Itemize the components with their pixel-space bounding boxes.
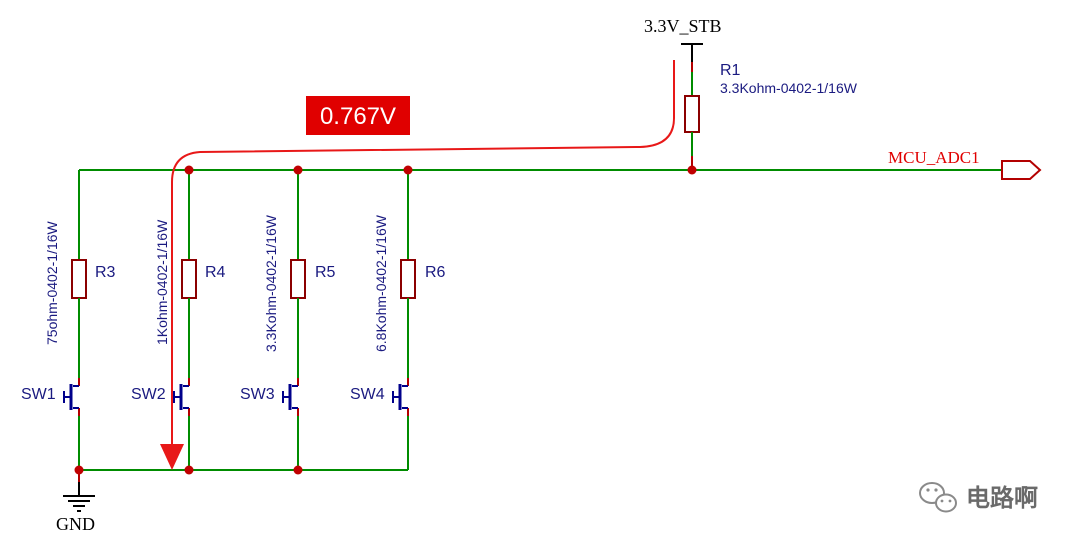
r3-ref-label: R3 bbox=[95, 264, 116, 281]
junction-dot bbox=[184, 465, 194, 475]
r4-value-label: 1Kohm-0402-1/16W bbox=[154, 219, 170, 345]
power-symbol bbox=[681, 43, 703, 62]
sw4-label: SW4 bbox=[350, 386, 385, 403]
resistor-r1 bbox=[684, 62, 700, 170]
r6-ref-label: R6 bbox=[425, 264, 446, 281]
sw1-label: SW1 bbox=[21, 386, 56, 403]
voltage-callout-text: 0.767V bbox=[320, 103, 396, 130]
junction-dot bbox=[293, 165, 303, 175]
switch-sw2 bbox=[173, 384, 189, 410]
net-label: MCU_ADC1 bbox=[888, 148, 980, 167]
watermark: 电路啊 bbox=[919, 482, 1038, 513]
branch-r4 bbox=[181, 170, 197, 470]
junction-dot bbox=[687, 165, 697, 175]
wechat-icon bbox=[919, 482, 957, 513]
ground-label: GND bbox=[56, 514, 95, 534]
net-port bbox=[1001, 160, 1042, 180]
branch-r5 bbox=[290, 170, 306, 470]
branch-r3 bbox=[71, 170, 87, 470]
switch-sw3 bbox=[282, 384, 298, 410]
branch-r6 bbox=[400, 170, 416, 470]
junction-dot bbox=[293, 465, 303, 475]
r5-ref-label: R5 bbox=[315, 264, 336, 281]
current-path-arrow bbox=[160, 60, 675, 470]
voltage-callout: 0.767V bbox=[306, 96, 410, 135]
r5-value-label: 3.3Kohm-0402-1/16W bbox=[263, 214, 279, 352]
r1-ref-label: R1 bbox=[720, 62, 741, 79]
r6-value-label: 6.8Kohm-0402-1/16W bbox=[373, 214, 389, 352]
junction-dot bbox=[74, 465, 84, 475]
watermark-label: 电路啊 bbox=[966, 484, 1038, 512]
r3-value-label: 75ohm-0402-1/16W bbox=[44, 220, 60, 345]
ground-symbol bbox=[63, 482, 95, 512]
r1-value-label: 3.3Kohm-0402-1/16W bbox=[720, 80, 858, 96]
bottom-bus bbox=[78, 469, 408, 482]
junction-dot bbox=[184, 165, 194, 175]
power-label: 3.3V_STB bbox=[644, 16, 722, 36]
sw2-label: SW2 bbox=[131, 386, 166, 403]
sw3-label: SW3 bbox=[240, 386, 275, 403]
junction-dot bbox=[403, 165, 413, 175]
r4-ref-label: R4 bbox=[205, 264, 226, 281]
switch-sw4 bbox=[392, 384, 408, 410]
junctions bbox=[74, 165, 697, 475]
switch-sw1 bbox=[63, 384, 79, 410]
